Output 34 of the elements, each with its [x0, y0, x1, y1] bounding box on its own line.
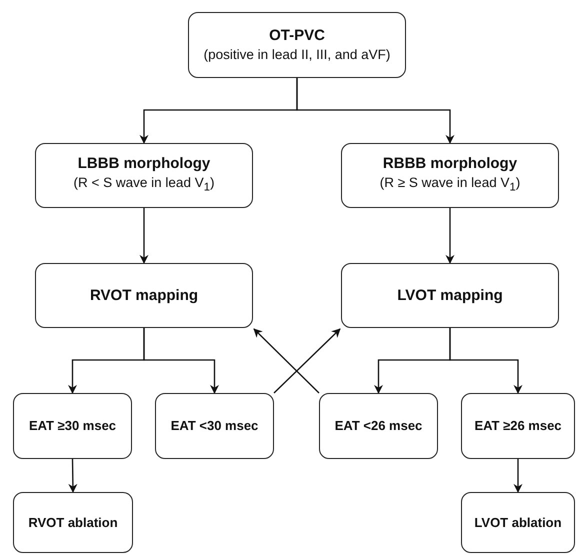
process-box — [461, 492, 575, 553]
arrow — [140, 208, 148, 264]
box-title: EAT ≥30 msec — [28, 417, 116, 435]
arrow — [449, 328, 522, 394]
process-box — [188, 12, 406, 78]
box-title: RBBB morphology — [382, 154, 518, 174]
box-title: EAT <26 msec — [334, 417, 422, 435]
process-box — [35, 263, 253, 328]
process-box — [13, 393, 132, 459]
process-box — [461, 393, 575, 459]
process-box — [35, 143, 253, 208]
box-subtitle: (R < S wave in lead V$_{1}$) — [74, 174, 214, 196]
arrow — [296, 78, 454, 144]
box-title: LVOT mapping — [397, 286, 503, 306]
box-subtitle: (positive in lead II, III, and aVF) — [204, 46, 390, 64]
box-title: LBBB morphology — [78, 154, 210, 174]
box-title: EAT ≥26 msec — [474, 417, 562, 435]
arrow — [68, 459, 78, 493]
arrow — [446, 208, 454, 264]
box-title: LVOT ablation — [474, 514, 562, 532]
box-title: EAT <30 msec — [170, 417, 258, 435]
arrow — [274, 328, 341, 394]
box-title: RVOT ablation — [28, 514, 118, 532]
arrow — [143, 328, 219, 394]
process-box — [13, 492, 133, 553]
box-title: RVOT mapping — [90, 286, 198, 306]
arrow — [253, 328, 320, 394]
process-box — [341, 263, 559, 328]
box-subtitle: (R ≥ S wave in lead V$_{1}$) — [380, 174, 520, 196]
box-title: OT-PVC — [269, 26, 325, 46]
process-box — [341, 143, 559, 208]
process-box — [155, 393, 274, 459]
arrow — [514, 459, 522, 493]
process-box — [319, 393, 438, 459]
